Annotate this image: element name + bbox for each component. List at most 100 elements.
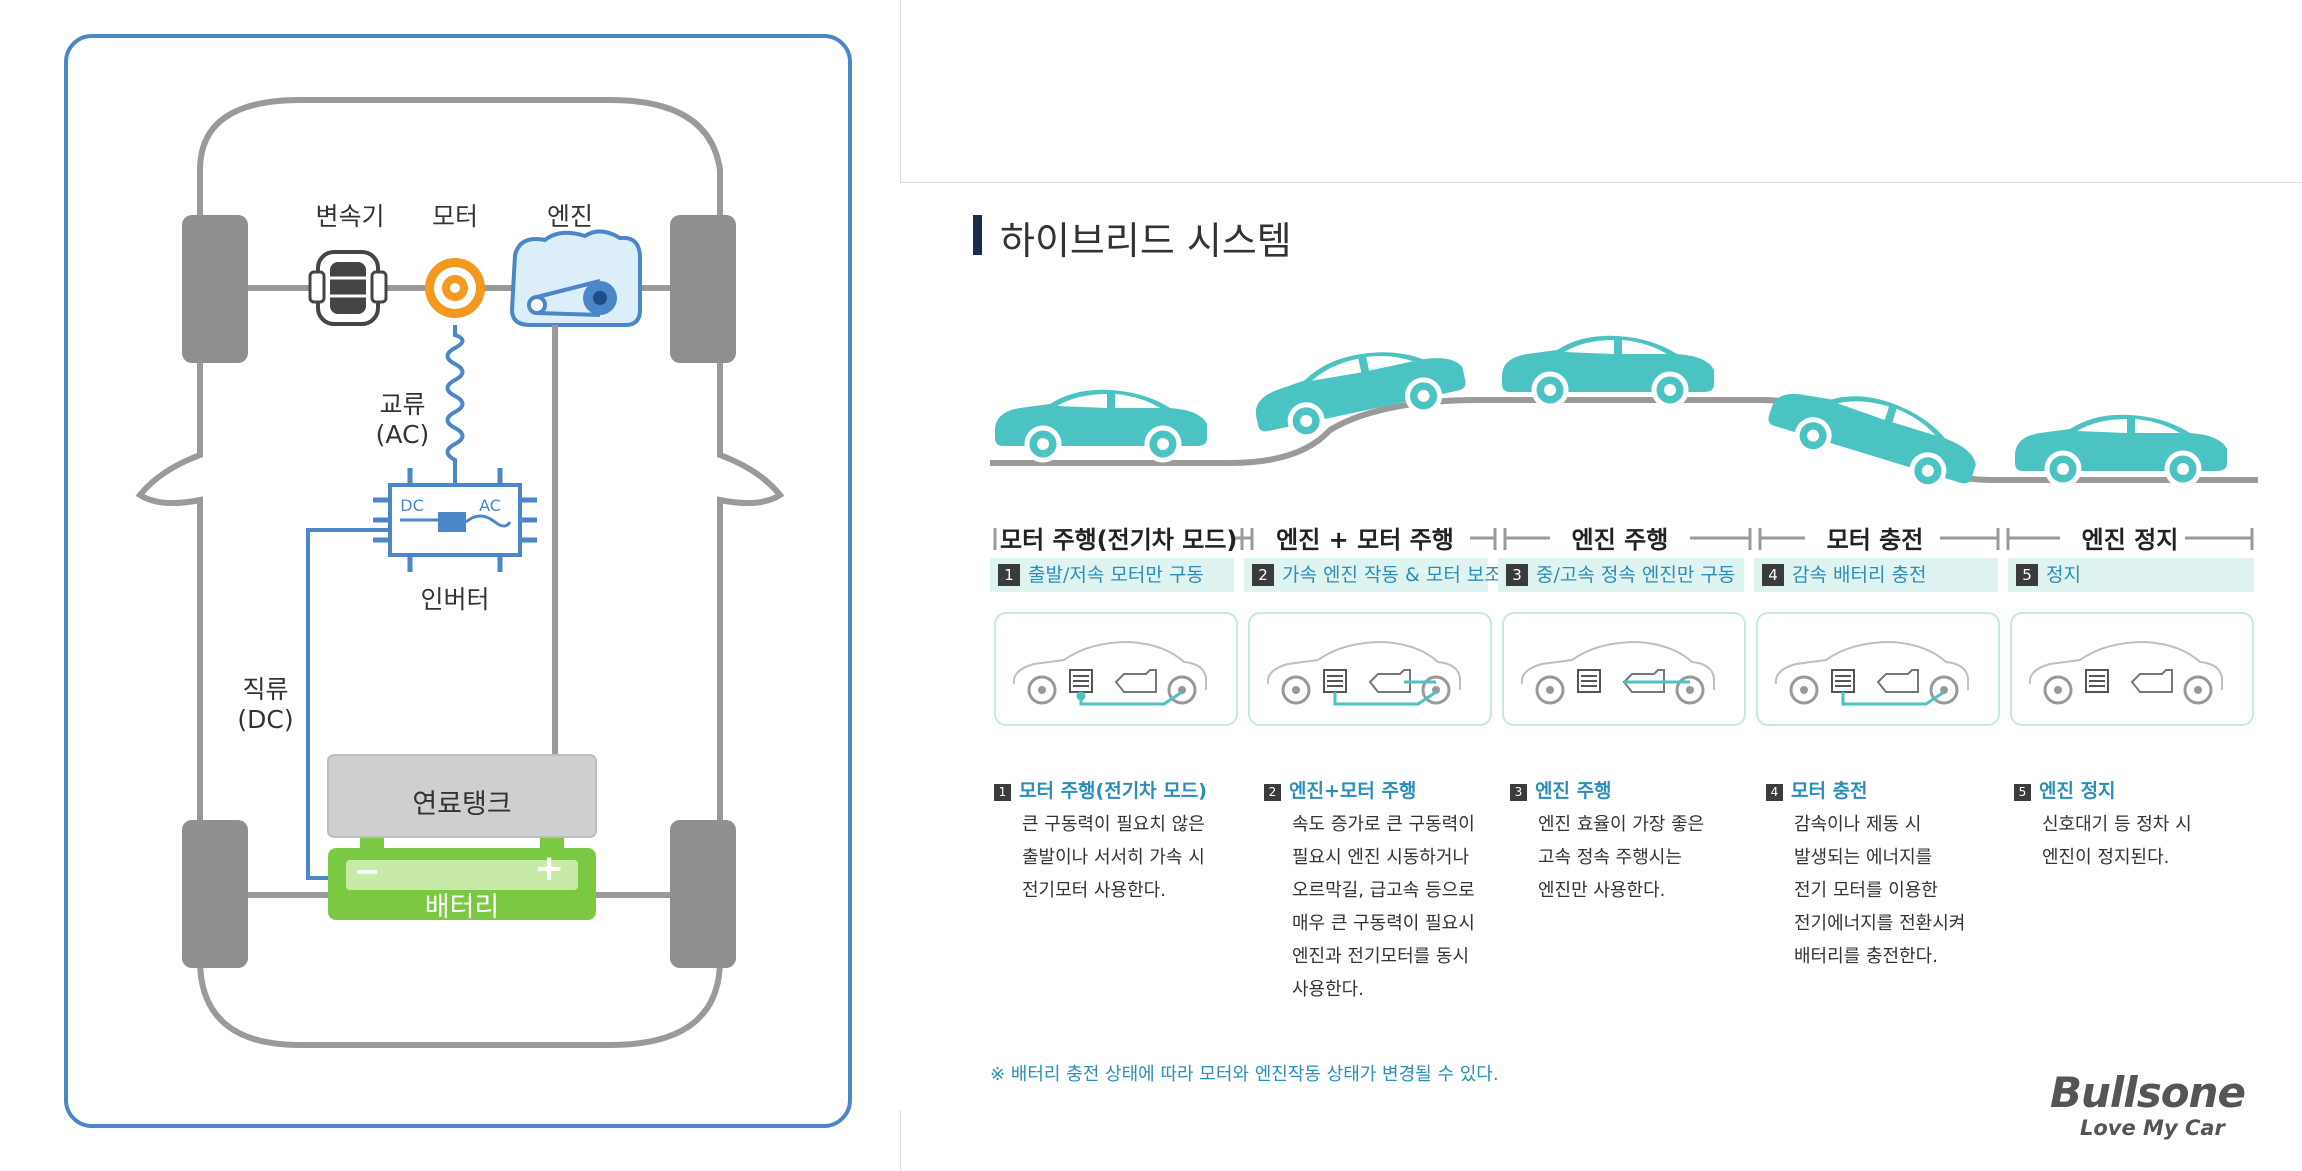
mode-5-desc-line: 엔진이 정지된다. [2042,847,2170,868]
vertical-divider-bottom [900,1110,901,1171]
mode-2-desc-number: 2 [1264,784,1281,801]
inverter-dc-label: DC [400,496,424,515]
brand-logo: Bullsone [2050,1068,2246,1117]
wheel-rear-right [670,820,736,968]
transmission-label: 변속기 [315,202,385,231]
mode-2-subtext: 가속 엔진 작동 & 모터 보조 [1282,564,1502,586]
mode-1-desc-title: 모터 주행(전기차 모드) [1019,780,1207,802]
mode-3-panel [1502,612,1746,726]
battery-plus-label: + [534,848,565,889]
mode-5-description: 5 엔진 정지 신호대기 등 정차 시 엔진이 정지된다. [2014,775,2192,874]
mode-2-description: 2 엔진+모터 주행 속도 증가로 큰 구동력이 필요시 엔진 시동하거나 오르막… [1264,775,1475,1006]
mode-1-desc-line: 큰 구동력이 필요치 않은 [1022,814,1205,835]
mode-4-panel [1756,612,2000,726]
mode-4-desc-title: 모터 충전 [1791,780,1868,802]
mode-5-desc-line: 신호대기 등 정차 시 [2042,814,2192,835]
page-title: 하이브리드 시스템 [1000,219,1292,263]
mode-3-subbar: 3 중/고속 정속 엔진만 구동 [1498,558,1744,592]
mode-3-desc-line: 고속 정속 주행시는 [1538,847,1682,868]
mode-2-subbar: 2 가속 엔진 작동 & 모터 보조 [1244,558,1502,592]
dc-unit-label: (DC) [237,705,294,734]
mode-4-desc-line: 감속이나 제동 시 [1794,814,1922,835]
mode-1-desc-number: 1 [994,784,1011,801]
mode-3-subtext: 중/고속 정속 엔진만 구동 [1536,564,1736,586]
engine-icon [509,229,642,327]
inverter-icon [373,468,537,572]
battery-label: 배터리 [424,892,500,923]
mode-3-number: 3 [1506,564,1528,586]
mode-2-desc-line: 사용한다. [1292,979,1364,1000]
dc-label: 직류 [242,675,289,704]
engine-label: 엔진 [546,202,593,231]
mode-2-desc-line: 필요시 엔진 시동하거나 [1292,847,1470,868]
mode-1-subbar: 1 출발/저속 모터만 구동 [990,558,1234,592]
motor-label: 모터 [431,202,478,231]
mode-3-header: 엔진 주행 [1571,526,1669,554]
mode-2-desc-title: 엔진+모터 주행 [1289,780,1417,802]
brand-slogan: Love My Car [2080,1116,2225,1140]
mode-5-desc-number: 5 [2014,784,2031,801]
vertical-divider [900,0,901,182]
mode-4-subbar: 4 감속 배터리 충전 [1754,558,1998,592]
fuel-tank [327,754,597,838]
mode-1-desc-line: 전기모터 사용한다. [1022,880,1166,901]
mode-5-subtext: 정지 [2046,564,2081,586]
ac-coil [445,325,465,490]
mode-1-desc-line: 출발이나 서서히 가속 시 [1022,847,1205,868]
transmission-icon [308,250,388,326]
battery-terminal-left [360,838,384,848]
mode-4-subtext: 감속 배터리 충전 [1792,564,1927,586]
mode-2-desc-line: 속도 증가로 큰 구동력이 [1292,814,1475,835]
mode-schematics [1012,640,2224,706]
inverter-ac-label: AC [479,496,501,515]
mode-3-desc-number: 3 [1510,784,1527,801]
fuel-tank-label: 연료탱크 [412,789,512,820]
mode-separators [993,528,2254,550]
ac-unit-label: (AC) [375,420,430,449]
mode-2-desc-line: 엔진과 전기모터를 동시 [1292,946,1470,967]
car-mode-2 [1248,334,1470,447]
car-mode-5 [2015,415,2227,485]
mode-4-number: 4 [1762,564,1784,586]
wheel-front-left [182,215,248,363]
mode-4-desc-line: 배터리를 충전한다. [1794,946,1938,967]
battery-minus-label: − [353,852,381,890]
mode-1-number: 1 [998,564,1020,586]
dc-wire [306,528,390,880]
ac-label: 교류 [379,390,426,419]
mode-5-panel [2010,612,2254,726]
mode-1-description: 1 모터 주행(전기차 모드) 큰 구동력이 필요치 않은 출발이나 서서히 가속… [994,775,1207,907]
mode-4-desc-line: 전기 모터를 이용한 [1794,880,1938,901]
mode-4-desc-line: 전기에너지를 전환시켜 [1794,913,1966,934]
mode-5-desc-title: 엔진 정지 [2039,780,2116,802]
mode-4-desc-line: 발생되는 에너지를 [1794,847,1933,868]
title-accent-bar [973,215,982,255]
mode-3-desc-title: 엔진 주행 [1535,780,1612,802]
mode-1-panel [994,612,1238,726]
mode-1-header: 모터 주행(전기차 모드) [1000,526,1238,554]
mode-2-header: 엔진 + 모터 주행 [1276,526,1454,554]
motor-icon [425,258,485,318]
diagram-frame [64,34,852,1128]
horizontal-divider [900,182,2302,183]
inverter-label: 인버터 [420,585,490,614]
mode-2-panel [1248,612,1492,726]
car-mode-3 [1502,336,1714,406]
battery-terminal-right [540,838,564,848]
mode-5-header: 엔진 정지 [2081,526,2179,554]
wheel-rear-left [182,820,248,968]
footnote: ※ 배터리 충전 상태에 따라 모터와 엔진작동 상태가 변경될 수 있다. [990,1064,1499,1085]
mode-3-desc-line: 엔진 효율이 가장 좋은 [1538,814,1705,835]
hybrid-layout-diagram [64,34,852,1128]
car-mode-4 [1763,370,1986,499]
mode-3-description: 3 엔진 주행 엔진 효율이 가장 좋은 고속 정속 주행시는 엔진만 사용한다. [1510,775,1704,907]
mode-3-desc-line: 엔진만 사용한다. [1538,880,1666,901]
mode-1-subtext: 출발/저속 모터만 구동 [1028,564,1204,586]
car-mode-1 [995,390,1207,460]
mode-2-number: 2 [1252,564,1274,586]
mode-2-desc-line: 오르막길, 급고속 등으로 [1292,880,1475,901]
mode-4-description: 4 모터 충전 감속이나 제동 시 발생되는 에너지를 전기 모터를 이용한 전기… [1766,775,1965,973]
mode-4-desc-number: 4 [1766,784,1783,801]
wheel-front-right [670,215,736,363]
